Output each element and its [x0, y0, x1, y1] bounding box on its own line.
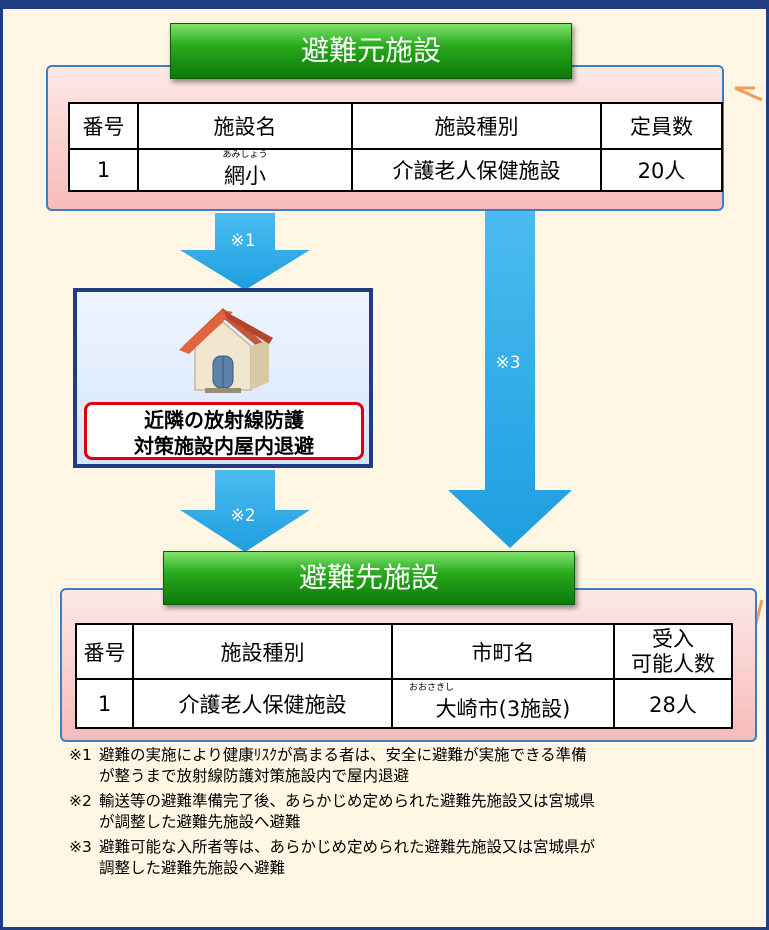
shelter-label: 近隣の放射線防護 対策施設内屋内退避: [84, 402, 364, 460]
note-mark: ※1: [69, 746, 92, 764]
header-cell: 定員数: [600, 102, 723, 150]
arrow-2-shape: [180, 470, 310, 552]
top-bar: [3, 3, 766, 9]
note-text: 避難可能な入所者等は、あらかじめ定められた避難先施設又は宮城県が: [99, 838, 596, 856]
header-cell: 番号: [75, 623, 134, 680]
source-header-row: 番号 施設名 施設種別 定員数: [68, 102, 723, 150]
cell-type: 介護老人保健施設: [351, 148, 602, 192]
city-text: 大崎市(3施設): [435, 697, 571, 721]
source-table: 番号 施設名 施設種別 定員数 1 あみしょう 網小 介護老人保健施設 20人: [68, 102, 723, 192]
header-cell: 施設種別: [351, 102, 602, 150]
note-text-cont: 調整した避難先施設へ避難: [99, 859, 286, 877]
arrow-1-label: ※1: [230, 231, 256, 251]
name-text: 網小: [224, 163, 266, 188]
destination-header-row: 番号 施設種別 市町名 受入 可能人数: [75, 623, 733, 680]
header-cell: 市町名: [391, 623, 615, 680]
cell-capacity: 20人: [600, 148, 723, 192]
arrow-1-shape: [180, 213, 310, 290]
source-data-row: 1 あみしょう 網小 介護老人保健施設 20人: [68, 148, 723, 192]
city-ruby: おおさきし: [409, 683, 455, 693]
cell-city: おおさきし 大崎市(3施設): [391, 678, 615, 729]
name-ruby: あみしょう: [222, 149, 268, 160]
header-cell: 施設名: [137, 102, 353, 150]
notes: ※1 避難の実施により健康ﾘｽｸが高まる者は、安全に避難が実施できる準備 が整うま…: [69, 745, 759, 883]
cell-accept: 28人: [613, 678, 733, 729]
source-title: 避難元施設: [170, 23, 572, 79]
cell-no: 1: [68, 148, 139, 192]
orange-line-top-2: [734, 86, 763, 102]
destination-data-row: 1 介護老人保健施設 おおさきし 大崎市(3施設) 28人: [75, 678, 733, 729]
note-mark: ※3: [69, 838, 92, 856]
arrow-2-label: ※2: [230, 506, 256, 526]
header-cell: 番号: [68, 102, 139, 150]
arrow-3-shape: [448, 210, 572, 548]
cell-no: 1: [75, 678, 134, 729]
destination-table: 番号 施設種別 市町名 受入 可能人数 1 介護老人保健施設 おおさきし 大崎市…: [75, 623, 733, 729]
accept-line2: 可能人数: [631, 651, 715, 676]
cell-name: あみしょう 網小: [137, 148, 353, 192]
note-text-cont: が整うまで放射線防護対策施設内で屋内退避: [99, 767, 410, 785]
note-text-cont: が調整した避難先施設へ避難: [99, 813, 301, 831]
accept-line1: 受入: [652, 626, 694, 651]
cell-type: 介護老人保健施設: [132, 678, 393, 729]
note-1: ※1 避難の実施により健康ﾘｽｸが高まる者は、安全に避難が実施できる準備 が整うま…: [69, 745, 759, 787]
arrow-3-label: ※3: [495, 353, 521, 373]
note-text: 輸送等の避難準備完了後、あらかじめ定められた避難先施設又は宮城県: [99, 792, 596, 810]
note-text: 避難の実施により健康ﾘｽｸが高まる者は、安全に避難が実施できる準備: [99, 746, 587, 764]
note-3: ※3 避難可能な入所者等は、あらかじめ定められた避難先施設又は宮城県が 調整した避…: [69, 837, 759, 879]
shelter-label-line2: 対策施設内屋内退避: [134, 434, 314, 458]
header-cell-accept: 受入 可能人数: [613, 623, 733, 680]
note-mark: ※2: [69, 792, 92, 810]
note-2: ※2 輸送等の避難準備完了後、あらかじめ定められた避難先施設又は宮城県 が調整した…: [69, 791, 759, 833]
header-cell: 施設種別: [132, 623, 393, 680]
shelter-box: 近隣の放射線防護 対策施設内屋内退避: [73, 288, 373, 468]
house-icon: [179, 308, 273, 393]
destination-title: 避難先施設: [163, 551, 575, 605]
shelter-label-line1: 近隣の放射線防護: [144, 408, 304, 432]
